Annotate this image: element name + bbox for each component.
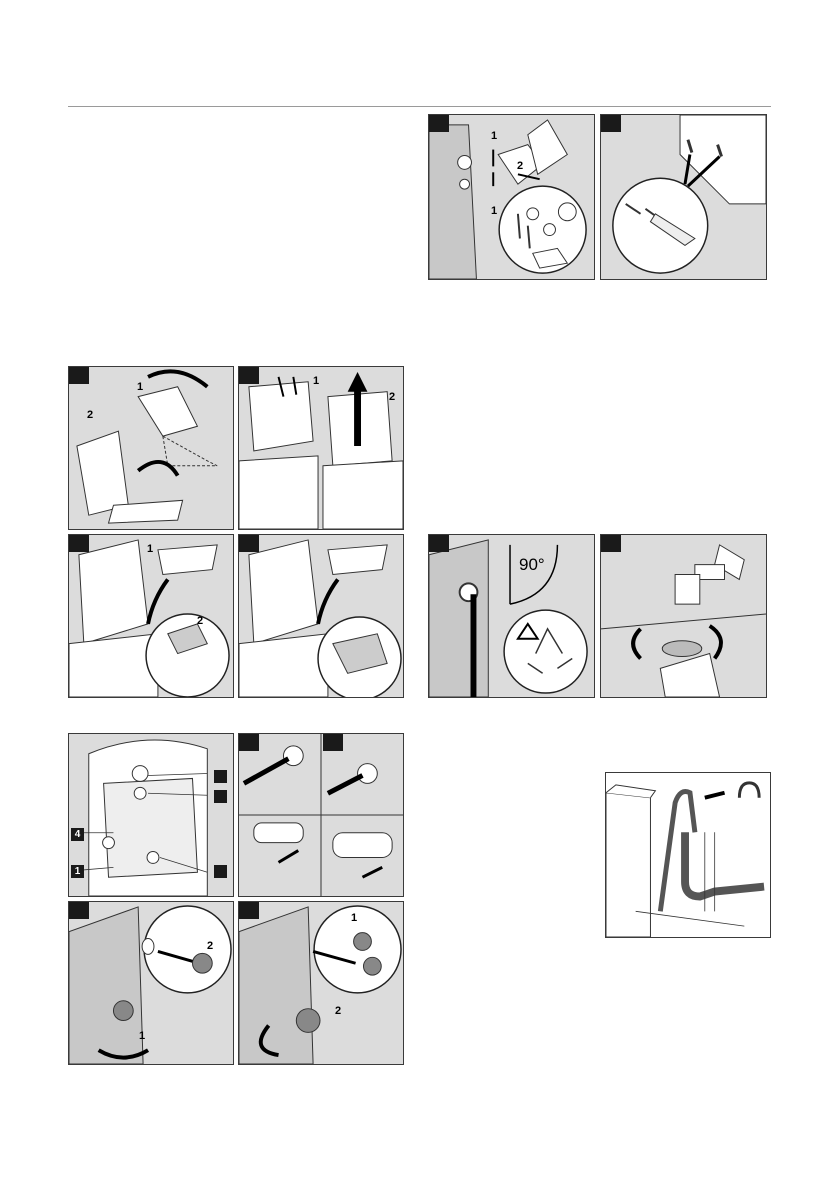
panel-drawer-remove: 1 2: [68, 534, 234, 698]
callout-number: 4: [71, 828, 84, 841]
panel-service-cover: [238, 733, 404, 897]
step-label: 2: [517, 160, 523, 172]
step-label: 2: [87, 409, 93, 421]
step-label: 1: [491, 130, 497, 142]
step-tab: [239, 734, 259, 751]
callout-marker: [214, 770, 227, 783]
leveling-feet-illustration: [601, 115, 766, 279]
step-label: 1: [147, 543, 153, 555]
panel-leveling-feet: [600, 114, 767, 280]
step-tab: [69, 535, 89, 552]
rear-view-illustration: [69, 734, 233, 896]
step-label: 1: [139, 1030, 145, 1042]
step-label: 1: [313, 375, 319, 387]
step-label: 2: [389, 391, 395, 403]
step-tab: [429, 115, 449, 132]
header-rule: [68, 106, 771, 107]
service-cover-illustration: [239, 734, 403, 896]
panel-pull-up: 1 2: [238, 366, 404, 530]
callout-marker: [214, 865, 227, 878]
step-tab: [601, 115, 621, 132]
step-tab: [69, 902, 89, 919]
step-tab: [239, 535, 259, 552]
drawer-insert-illustration: [239, 535, 403, 697]
pull-up-illustration: [239, 367, 403, 529]
step-label: 1: [137, 381, 143, 393]
step-label: 1: [491, 205, 497, 217]
panel-rear-view: 4 1: [68, 733, 234, 897]
panel-drain-pump: 2 1: [68, 901, 234, 1065]
step-tab: [69, 367, 89, 384]
panel-drain-hose: [605, 772, 771, 938]
step-tab: [601, 535, 621, 552]
step-label: 2: [207, 940, 213, 952]
lid-turn-illustration: [69, 367, 233, 529]
panel-lid-turn: 1 2: [68, 366, 234, 530]
step-label: 2: [335, 1005, 341, 1017]
transport-bolt-illustration: [429, 115, 594, 279]
tap-illustration: [601, 535, 766, 697]
step-tab: [239, 902, 259, 919]
panel-filter: 1 2: [238, 901, 404, 1065]
callout-marker: [214, 790, 227, 803]
panel-hose-angle: 90°: [428, 534, 595, 698]
filter-illustration: [239, 902, 403, 1064]
panel-tap: [600, 534, 767, 698]
step-tab: [239, 367, 259, 384]
step-label: 1: [351, 912, 357, 924]
panel-drawer-insert: [238, 534, 404, 698]
step-tab: [323, 734, 343, 751]
hose-angle-illustration: [429, 535, 594, 697]
drain-hose-illustration: [606, 773, 770, 937]
drain-pump-illustration: [69, 902, 233, 1064]
step-tab: [429, 535, 449, 552]
callout-number: 1: [71, 865, 84, 878]
angle-label: 90°: [519, 555, 545, 575]
panel-transport-bolt: 1 2 1: [428, 114, 595, 280]
drawer-remove-illustration: [69, 535, 233, 697]
step-label: 2: [197, 615, 203, 627]
